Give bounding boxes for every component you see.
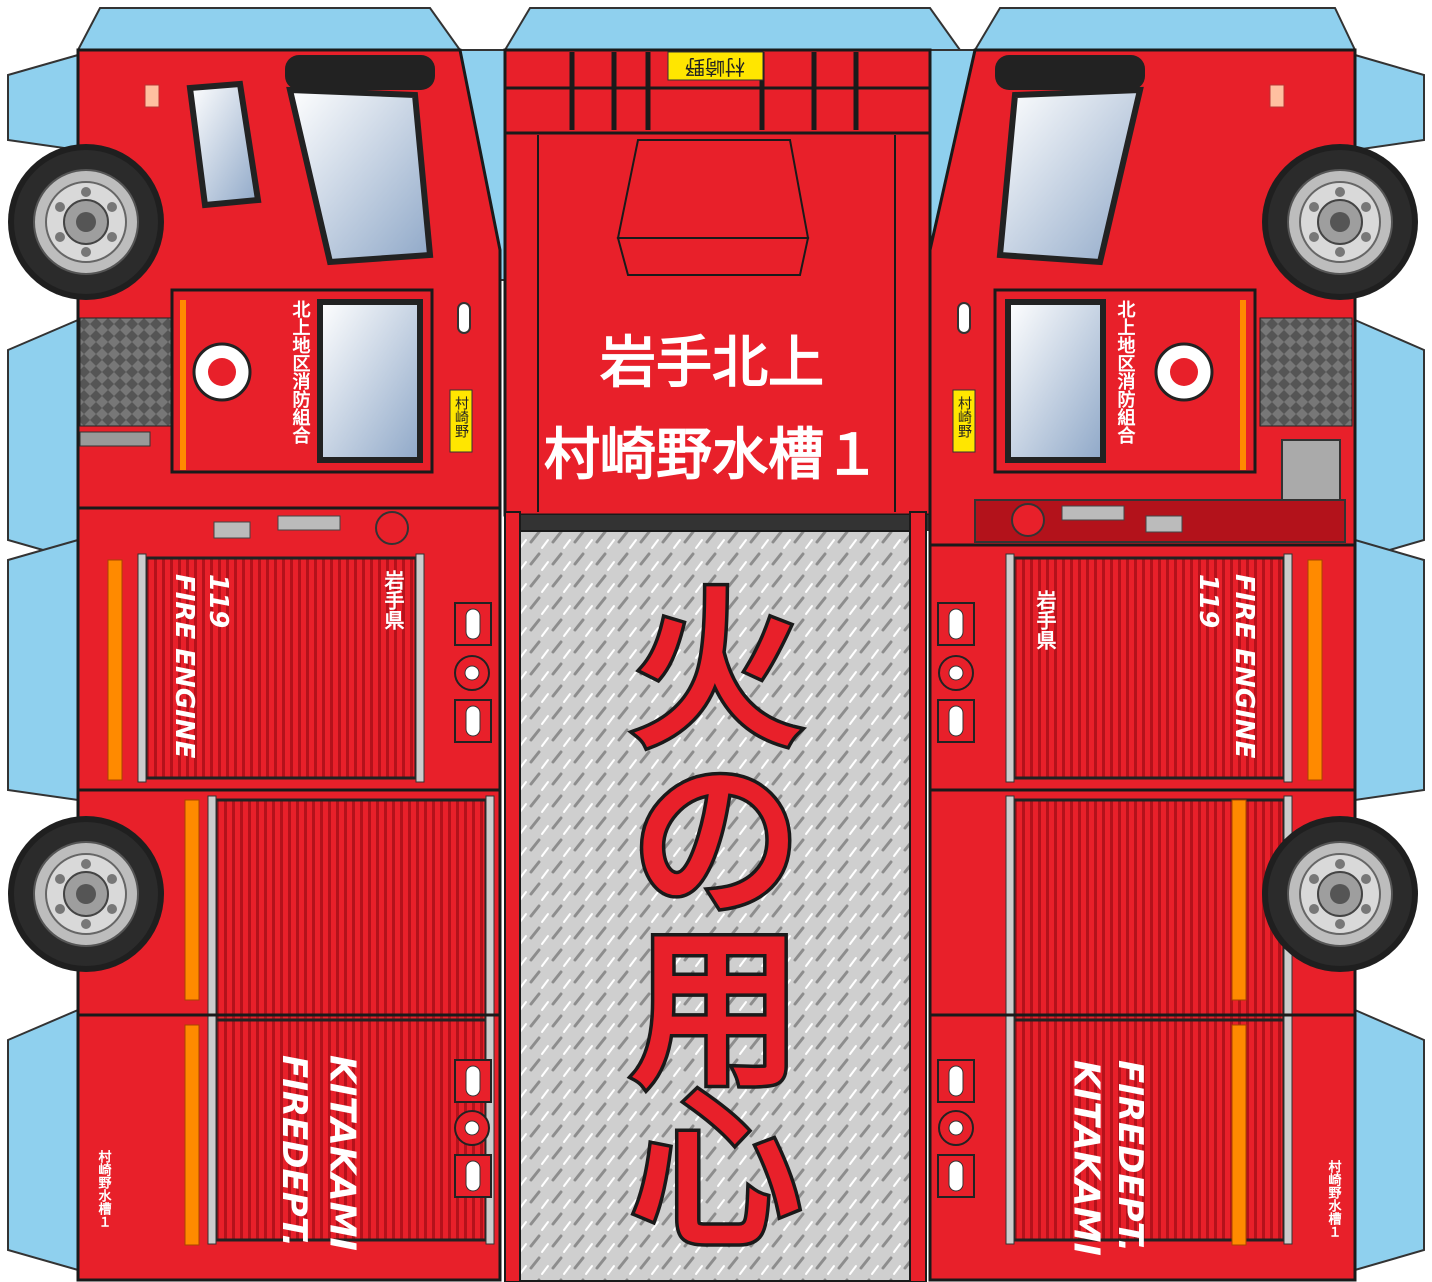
center-line-2: 村崎野水槽１ [544, 423, 880, 488]
left-stripe-119: 119 [203, 574, 233, 628]
right-prefecture: 岩手県 [1033, 590, 1057, 650]
right-stripe-fire-engine: FIRE ENGINE [1229, 574, 1259, 759]
right-door-text: 北上地区消防組合 [1115, 300, 1136, 444]
left-stripe-fire-engine: FIRE ENGINE [169, 574, 199, 759]
left-firedept: FIREDEPT. [274, 1055, 314, 1247]
left-side-panel [76, 48, 502, 1282]
left-plate: 村崎野 [453, 396, 469, 438]
left-small-label: 村崎野水槽１ [96, 1149, 112, 1228]
big-char-2: の [631, 743, 801, 941]
right-rear-wheel-icon [1261, 815, 1419, 973]
left-door-text: 北上地区消防組合 [290, 300, 311, 444]
right-front-wheel-icon [1261, 143, 1419, 301]
big-char-1: 火 [631, 573, 801, 771]
center-line-1: 岩手北上 [600, 331, 824, 396]
left-front-wheel-icon [7, 143, 165, 301]
right-side-panel [928, 48, 1357, 1282]
right-plate: 村崎野 [956, 396, 972, 438]
left-prefecture: 岩手県 [381, 570, 405, 630]
left-kitakami: KITAKAMI [322, 1055, 363, 1251]
fire-caution-text: 火 の 用 心 [627, 570, 804, 1275]
center-roof-plate: 村崎野 [685, 55, 745, 79]
right-stripe-119: 119 [1193, 574, 1223, 628]
right-firedept: FIREDEPT. [1110, 1060, 1150, 1252]
big-char-3: 用 [631, 913, 801, 1111]
big-char-4: 心 [631, 1073, 801, 1271]
center-panel [503, 48, 932, 1282]
right-small-label: 村崎野水槽１ [1326, 1159, 1342, 1238]
left-rear-wheel-icon [7, 815, 165, 973]
right-kitakami: KITAKAMI [1066, 1060, 1107, 1256]
